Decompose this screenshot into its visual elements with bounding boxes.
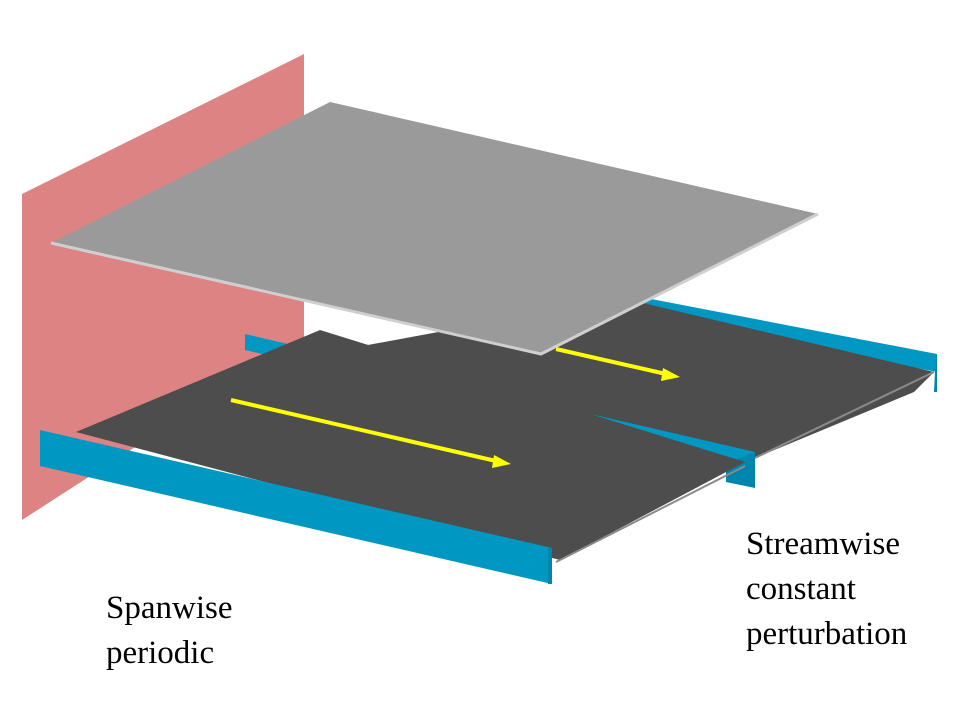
floor-front-section: [76, 330, 745, 560]
floor-front-edge: [555, 465, 746, 563]
top-plate-edge: [50, 212, 819, 356]
rail-back-right-end: [934, 354, 937, 392]
top-plate: [51, 102, 818, 354]
streamwise-label-line2: constant: [746, 571, 856, 607]
rail-front: [40, 430, 552, 584]
spanwise-label-line1: Spanwise: [106, 590, 233, 626]
rail-back-right: [625, 294, 937, 372]
flow-arrow-back: [555, 347, 680, 381]
flow-arrow-front: [230, 398, 511, 468]
streamwise-label-line1: Streamwise: [746, 526, 900, 562]
rail-front-end: [548, 548, 552, 584]
spanwise-label-line2: periodic: [106, 635, 215, 671]
streamwise-constant-perturbation-label: Streamwise constant perturbation: [746, 522, 907, 657]
streamwise-label-line3: perturbation: [746, 616, 908, 652]
floor-back-edge: [754, 371, 935, 459]
spanwise-periodic-label: Spanwise periodic: [106, 586, 233, 676]
